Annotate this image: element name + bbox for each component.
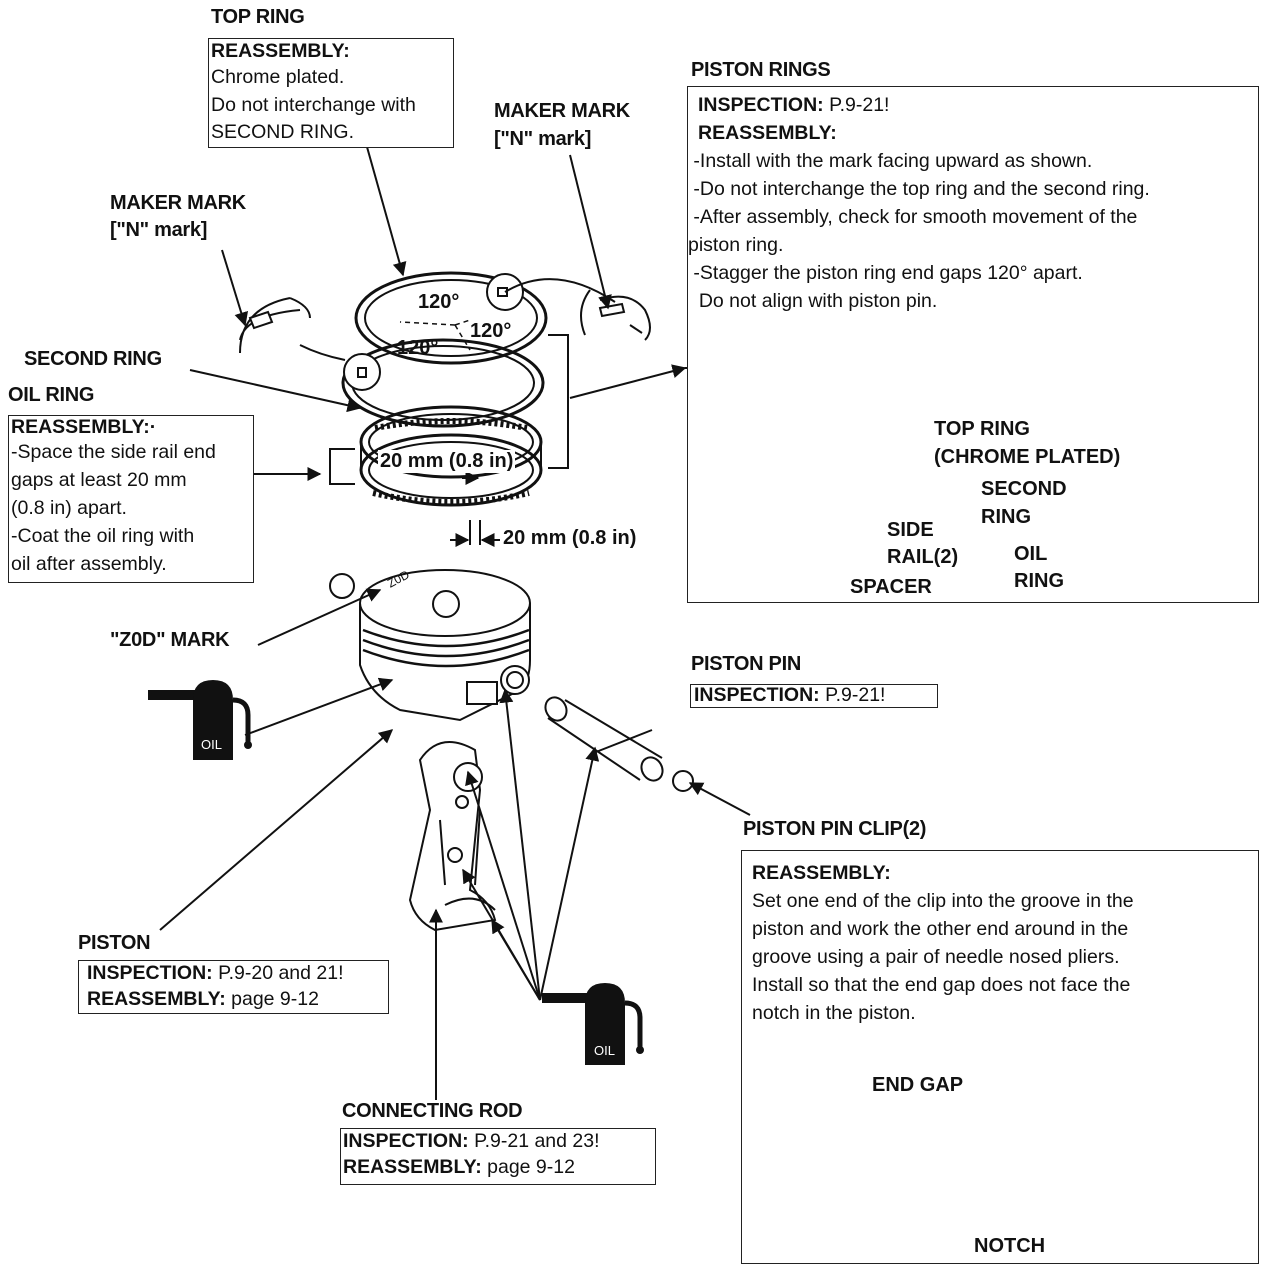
connecting-rod-title: CONNECTING ROD [342, 1100, 523, 1122]
piston-rings-line-4: piston ring. [688, 234, 784, 256]
oil-ring-line-4: -Coat the oil ring with [11, 525, 195, 547]
second-ring-label: SECOND RING [24, 348, 162, 370]
piston-rings-line-6: Do not align with piston pin. [688, 290, 938, 312]
piston-rings-title: PISTON RINGS [691, 59, 831, 81]
xs-second-1: SECOND [981, 478, 1067, 500]
top-ring-title: TOP RING [211, 6, 305, 28]
piston-pin-clip-title: PISTON PIN CLIP(2) [743, 818, 927, 840]
oil-can-right-icon [542, 983, 644, 1065]
piston-box: INSPECTION: P.9-20 and 21! REASSEMBLY: p… [78, 960, 389, 1014]
clip-line-1: Set one end of the clip into the groove … [752, 890, 1134, 912]
top-ring-line-1: Chrome plated. [211, 66, 345, 88]
xs-top-ring-1: TOP RING [934, 418, 1030, 440]
piston-inspection-ref: P.9-20 and 21! [218, 962, 344, 984]
zod-mark-label: "Z0D" MARK [110, 629, 230, 651]
connecting-rod-reassembly-label: REASSEMBLY: [343, 1156, 482, 1178]
piston-pin-shape [544, 696, 664, 782]
oil-ring-line-5: oil after assembly. [11, 553, 167, 575]
connecting-rod-reassembly-ref: page 9-12 [487, 1156, 575, 1178]
piston-inspection-label: INSPECTION: [87, 962, 213, 984]
angle-label-2: 120° [470, 320, 512, 342]
piston-rings-line-1: -Install with the mark facing upward as … [688, 150, 1093, 172]
top-ring-heading: REASSEMBLY: [211, 40, 350, 62]
top-ring-line-3: SECOND RING. [211, 121, 355, 143]
notch-label: NOTCH [974, 1235, 1046, 1257]
piston-reassembly-ref: page 9-12 [231, 988, 319, 1010]
piston-pin-clip-box: REASSEMBLY: Set one end of the clip into… [741, 850, 1259, 1264]
gap-label-bottom: 20 mm (0.8 in) [503, 527, 637, 549]
top-ring-line-2: Do not interchange with [211, 94, 416, 116]
end-gap-label: END GAP [872, 1074, 964, 1096]
oil-ring-heading: REASSEMBLY:· [11, 416, 157, 438]
xs-oil-1: OIL [1014, 543, 1048, 565]
piston-body [359, 569, 531, 722]
clip-line-3: groove using a pair of needle nosed plie… [752, 946, 1120, 968]
maker-mark-right-line1: MAKER MARK [494, 100, 630, 122]
piston-rings-inspection-label: INSPECTION: [698, 94, 824, 116]
top-ring-box: REASSEMBLY: Chrome plated. Do not interc… [208, 38, 454, 148]
connecting-rod-box: INSPECTION: P.9-21 and 23! REASSEMBLY: p… [340, 1128, 656, 1185]
piston-pin-title: PISTON PIN [691, 653, 801, 675]
xs-rail: RAIL(2) [887, 546, 959, 568]
piston-reassembly-label: REASSEMBLY: [87, 988, 226, 1010]
angle-label-3: 120° [397, 337, 439, 359]
clip-line-4: Install so that the end gap does not fac… [752, 974, 1131, 996]
piston-pin-box: INSPECTION: P.9-21! [690, 684, 938, 708]
connecting-rod-inspection-ref: P.9-21 and 23! [474, 1130, 600, 1152]
piston-rings-line-2: -Do not interchange the top ring and the… [688, 178, 1150, 200]
piston-title: PISTON [78, 932, 151, 954]
angle-label-1: 120° [418, 291, 460, 313]
oil-ring-line-1: -Space the side rail end [11, 441, 216, 463]
oil-can-left-icon [148, 680, 252, 760]
piston-pin-inspection-ref: P.9-21! [825, 684, 886, 706]
oil-can-right-label: OIL [594, 1043, 615, 1058]
top-ring-shape [354, 271, 548, 365]
piston-rings-box: INSPECTION: P.9-21! REASSEMBLY: -Install… [687, 86, 1259, 603]
clip-heading: REASSEMBLY: [752, 862, 891, 884]
xs-second-2: RING [981, 506, 1031, 528]
second-ring-shape [341, 338, 545, 428]
connecting-rod-inspection-label: INSPECTION: [343, 1130, 469, 1152]
clip-line-5: notch in the piston. [752, 1002, 916, 1024]
maker-mark-left-line2: ["N" mark] [110, 219, 208, 241]
gap-label-rail: 20 mm (0.8 in) [378, 450, 516, 473]
piston-pin-inspection-label: INSPECTION: [694, 684, 820, 706]
xs-side: SIDE [887, 519, 934, 541]
piston-rings-inspection-ref: P.9-21! [829, 94, 890, 116]
oil-ring-line-2: gaps at least 20 mm [11, 469, 187, 491]
piston-rings-reassembly-label: REASSEMBLY: [698, 122, 837, 144]
oil-ring-line-3: (0.8 in) apart. [11, 497, 127, 519]
piston-rings-line-3: -After assembly, check for smooth moveme… [688, 206, 1138, 228]
oil-ring-title: OIL RING [8, 384, 95, 406]
maker-mark-left-line1: MAKER MARK [110, 192, 246, 214]
maker-mark-right-line2: ["N" mark] [494, 128, 592, 150]
oil-ring-box: REASSEMBLY:· -Space the side rail end ga… [8, 415, 254, 583]
clip-line-2: piston and work the other end around in … [752, 918, 1129, 940]
oil-can-left-label: OIL [201, 737, 222, 752]
piston-rings-line-5: -Stagger the piston ring end gaps 120° a… [688, 262, 1083, 284]
xs-oil-2: RING [1014, 570, 1064, 592]
xs-top-ring-2: (CHROME PLATED) [934, 446, 1121, 468]
xs-spacer: SPACER [850, 576, 932, 598]
